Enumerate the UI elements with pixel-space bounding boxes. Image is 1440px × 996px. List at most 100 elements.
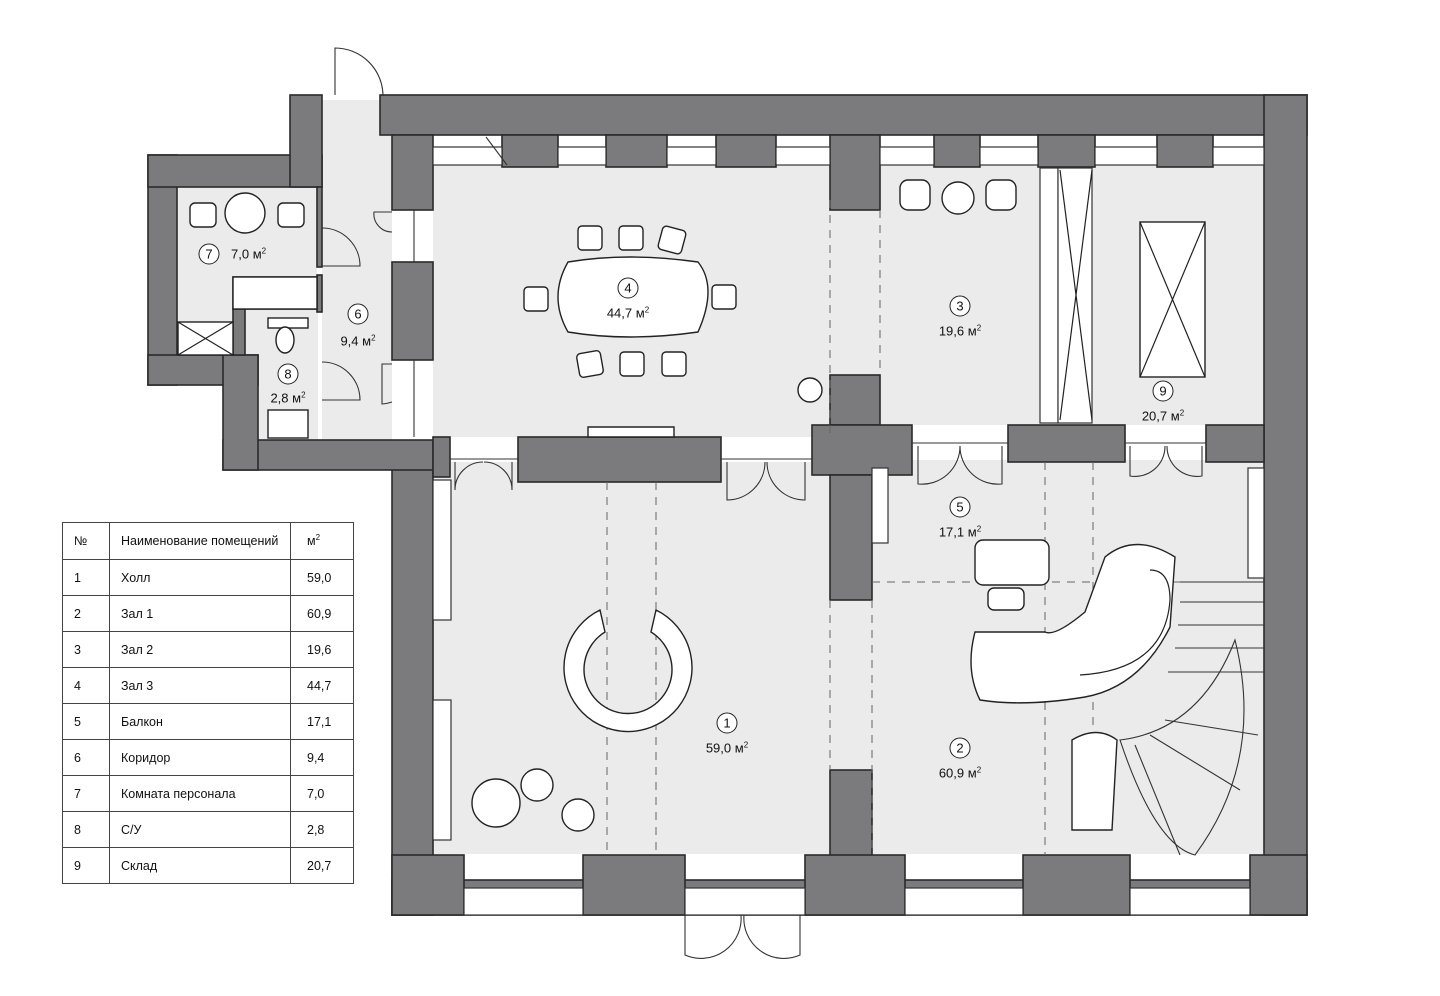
legend-cell-num: 7 [62,775,110,812]
room-area-unit: м [735,741,744,756]
room-area: 44,7 м2 [607,306,650,321]
legend-cell-num: 8 [62,811,110,848]
doors-lines [321,47,1206,959]
legend-cell-name: С/У [109,811,291,848]
room-area-unit: м [636,306,645,321]
legend-cell-num: 9 [62,847,110,884]
windows [432,146,1265,916]
room-area-exp: 2 [977,324,982,333]
room-area: 20,7 м2 [1142,409,1185,424]
legend-cell-num: 5 [62,703,110,740]
legend-cell-value: 20,7 [290,847,354,884]
room-area-exp: 2 [371,334,376,343]
legend-cell-name: Склад [109,847,291,884]
room-area-value: 9,4 [340,334,358,349]
legend-cell-value: 17,1 [290,703,354,740]
room-area: 19,6 м2 [939,324,982,339]
room-area-value: 17,1 [939,525,964,540]
room-area: 7,0 м2 [231,247,267,262]
staircase [1168,581,1264,673]
room-area-exp: 2 [977,525,982,534]
room-area-exp: 2 [645,306,650,315]
room-number: 1 [723,716,730,731]
room-area-value: 44,7 [607,306,632,321]
room-area-value: 2,8 [270,391,288,406]
legend-header-unit: м2 [290,522,354,560]
furniture [177,169,1264,856]
legend-cell-num: 6 [62,739,110,776]
room-area-value: 59,0 [706,741,731,756]
room-area: 17,1 м2 [939,525,982,540]
room-area-unit: м [253,247,262,262]
room-area-exp: 2 [301,391,306,400]
room-number: 4 [624,281,631,296]
legend-cell-num: 1 [62,559,110,596]
room-area: 2,8 м2 [270,391,306,406]
room-number-circle [949,496,971,518]
room-number-circle [949,295,971,317]
room-number: 8 [284,367,291,382]
room-number: 5 [956,500,963,515]
room-number: 9 [1159,384,1166,399]
room-area: 9,4 м2 [340,334,376,349]
legend-cell-num: 3 [62,631,110,668]
legend-cell-name: Балкон [109,703,291,740]
legend-cell-value: 7,0 [290,775,354,812]
room-area-unit: м [968,324,977,339]
legend-header-unit-m: м [307,534,316,549]
room-number-circle [617,277,639,299]
legend-cell-value: 60,9 [290,595,354,632]
room-area-exp: 2 [977,766,982,775]
room-area-value: 60,9 [939,766,964,781]
room-number-circle [1152,380,1174,402]
room-number-circle [347,303,369,325]
legend-header-num: № [62,522,110,560]
legend-cell-value: 44,7 [290,667,354,704]
legend-cell-value: 9,4 [290,739,354,776]
room-number: 2 [956,741,963,756]
room-number: 3 [956,299,963,314]
room-area-unit: м [362,334,371,349]
room-number-circle [198,243,220,265]
legend-cell-value: 2,8 [290,811,354,848]
room-area-unit: м [968,766,977,781]
room-number-circle [716,712,738,734]
room-area-exp: 2 [1180,409,1185,418]
room-area-value: 19,6 [939,324,964,339]
legend-cell-name: Коридор [109,739,291,776]
room-area-value: 7,0 [231,247,249,262]
legend-cell-name: Комната персонала [109,775,291,812]
room-number: 7 [205,247,212,262]
room-area-exp: 2 [744,741,749,750]
room-area-value: 20,7 [1142,409,1167,424]
room-number-circle [277,363,299,385]
legend-header-name: Наименование помещений [109,522,291,560]
room-area: 59,0 м2 [706,741,749,756]
legend-cell-name: Зал 2 [109,631,291,668]
legend-cell-name: Зал 1 [109,595,291,632]
room-area-unit: м [968,525,977,540]
ring-bench [563,608,693,733]
legend-cell-name: Холл [109,559,291,596]
room-number: 6 [354,307,361,322]
curved-sofa [970,543,1176,704]
room-area-unit: м [292,391,301,406]
legend-cell-value: 19,6 [290,631,354,668]
legend-cell-num: 2 [62,595,110,632]
legend-cell-value: 59,0 [290,559,354,596]
legend-header-unit-exp: 2 [315,533,321,543]
room-area: 60,9 м2 [939,766,982,781]
room-area-unit: м [1171,409,1180,424]
